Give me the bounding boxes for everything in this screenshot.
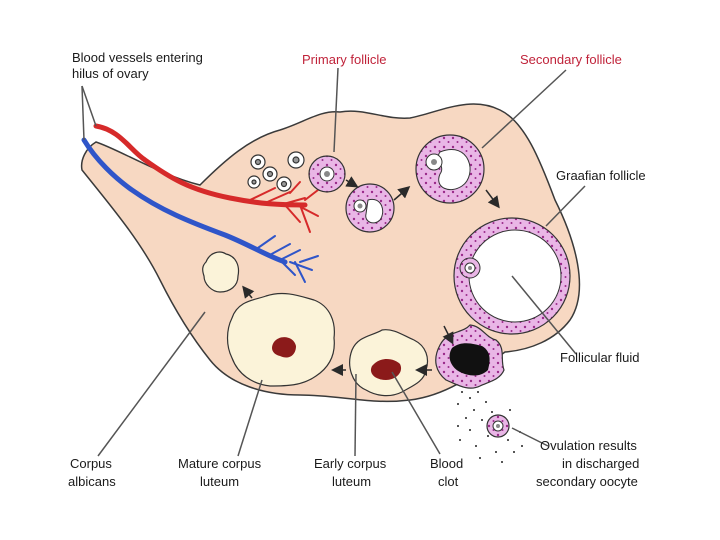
secondary-follicle xyxy=(415,134,485,204)
early-corpus-luteum-pointer xyxy=(354,373,357,457)
corpus-albicans-pointer xyxy=(97,311,206,457)
graafian-follicle xyxy=(453,217,571,335)
secondary-follicle-pointer xyxy=(481,69,567,149)
mature-corpus-luteum-pointer xyxy=(237,379,263,457)
graafian-follicle-label: Graafian follicle xyxy=(556,168,646,183)
discharged-oocyte xyxy=(486,414,510,438)
early-corpus-luteum-label: Early corpus luteum xyxy=(314,456,390,489)
artery xyxy=(93,123,319,233)
growing-follicle xyxy=(345,183,395,233)
primary-follicle-pointer xyxy=(333,67,339,153)
corpus-albicans xyxy=(202,251,240,293)
corpus-albicans-label: Corpus albicans xyxy=(68,456,116,489)
blood-clot-pointer xyxy=(391,371,441,455)
blood-clot-label: Blood clot xyxy=(430,456,467,489)
mature-corpus-luteum-label: Mature corpus luteum xyxy=(178,456,265,489)
primary-follicle xyxy=(308,155,346,193)
ovulation-label: Ovulation results in discharged secondar… xyxy=(536,438,643,489)
follicular-fluid-pointer xyxy=(511,275,577,355)
graafian-follicle-pointer xyxy=(545,185,586,227)
secondary-follicle-label: Secondary follicle xyxy=(520,52,622,67)
primary-follicle-label: Primary follicle xyxy=(302,52,387,67)
primordial-follicles xyxy=(247,151,305,192)
follicular-fluid-label: Follicular fluid xyxy=(560,350,639,365)
blood-vessels-pointer-1 xyxy=(81,85,97,127)
vein xyxy=(81,137,319,283)
blood-vessels-pointer-2 xyxy=(81,85,85,141)
ovulation-pointer xyxy=(511,427,549,447)
sequence-arrows xyxy=(242,176,500,376)
mature-corpus-luteum xyxy=(226,292,335,387)
blood-vessels-label: Blood vessels entering hilus of ovary xyxy=(72,50,206,81)
